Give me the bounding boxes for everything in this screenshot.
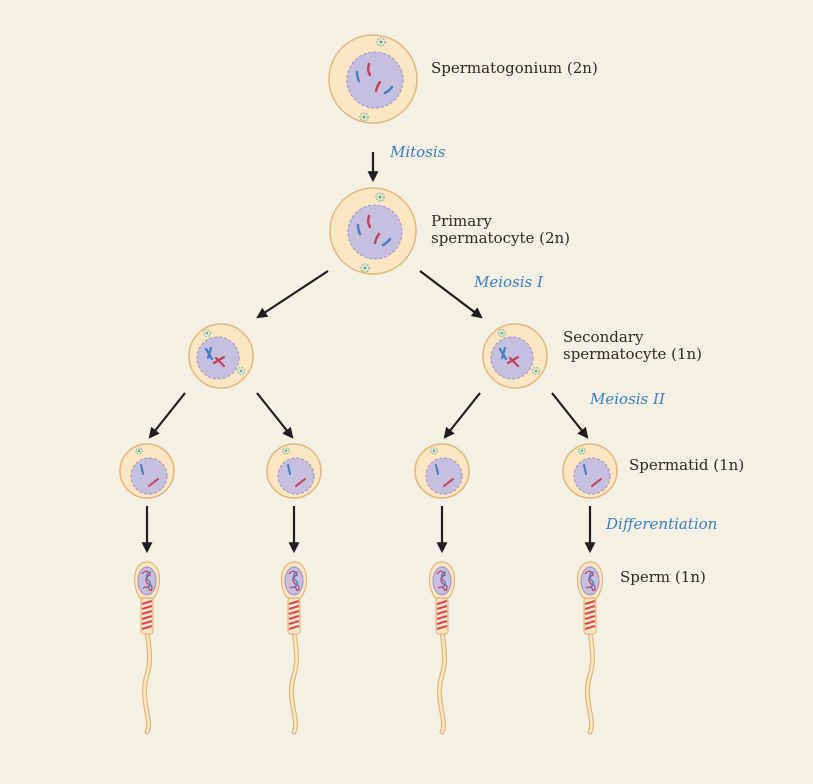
mitosis-label: Mitosis xyxy=(390,143,446,161)
centriole-icon xyxy=(497,328,507,338)
differentiation-label: Differentiation xyxy=(606,515,718,533)
secondary-spermatocyte-label-line-1: Secondary xyxy=(563,328,644,346)
centriole-icon xyxy=(135,447,143,455)
meiosis-2-arrow xyxy=(256,392,294,439)
sperm-cell xyxy=(428,561,456,735)
centriole-icon xyxy=(360,263,370,273)
centriole-icon xyxy=(375,192,385,202)
chromosomes xyxy=(356,214,392,247)
secondary-spermatocyte-label-line-2: spermatocyte (1n) xyxy=(563,345,703,363)
meiosis-2-arrow xyxy=(443,392,481,439)
centriole-icon xyxy=(282,447,290,455)
chromosomes xyxy=(355,62,394,95)
spermatid-label: Spermatid (1n) xyxy=(629,456,745,474)
meiosis-1-label: Meiosis I xyxy=(474,273,543,291)
spermatogonium-cell xyxy=(328,34,418,124)
sperm-cell xyxy=(133,561,161,735)
centriole-icon xyxy=(531,366,541,376)
meiosis-2-arrow xyxy=(148,392,186,439)
sperm-label: Sperm (1n) xyxy=(620,568,706,586)
centriole-icon xyxy=(236,366,246,376)
spermatid-cell xyxy=(562,443,618,499)
primary-spermatocyte-label-line-2: spermatocyte (2n) xyxy=(431,229,571,247)
meiosis-2-label: Meiosis II xyxy=(590,390,665,408)
centriole-icon xyxy=(430,447,438,455)
meiosis-1-arrow-right xyxy=(419,270,483,319)
sperm-cell xyxy=(280,561,308,735)
secondary-spermatocyte-cell xyxy=(482,323,548,389)
primary-spermatocyte-label-line-1: Primary xyxy=(431,212,492,230)
centriole-icon xyxy=(376,37,386,47)
centriole-icon xyxy=(359,112,369,122)
centriole-icon xyxy=(578,447,586,455)
spermatid-cell xyxy=(266,443,322,499)
meiosis-1-arrow-left xyxy=(256,270,329,319)
meiosis-2-arrow xyxy=(551,392,589,439)
spermatid-cell xyxy=(119,443,175,499)
centriole-icon xyxy=(202,328,212,338)
primary-spermatocyte-cell xyxy=(329,187,417,275)
spermatid-cell xyxy=(414,443,470,499)
spermatogonium-label: Spermatogonium (2n) xyxy=(431,59,598,77)
sperm-cell xyxy=(576,561,604,735)
secondary-spermatocyte-cell xyxy=(188,323,254,389)
